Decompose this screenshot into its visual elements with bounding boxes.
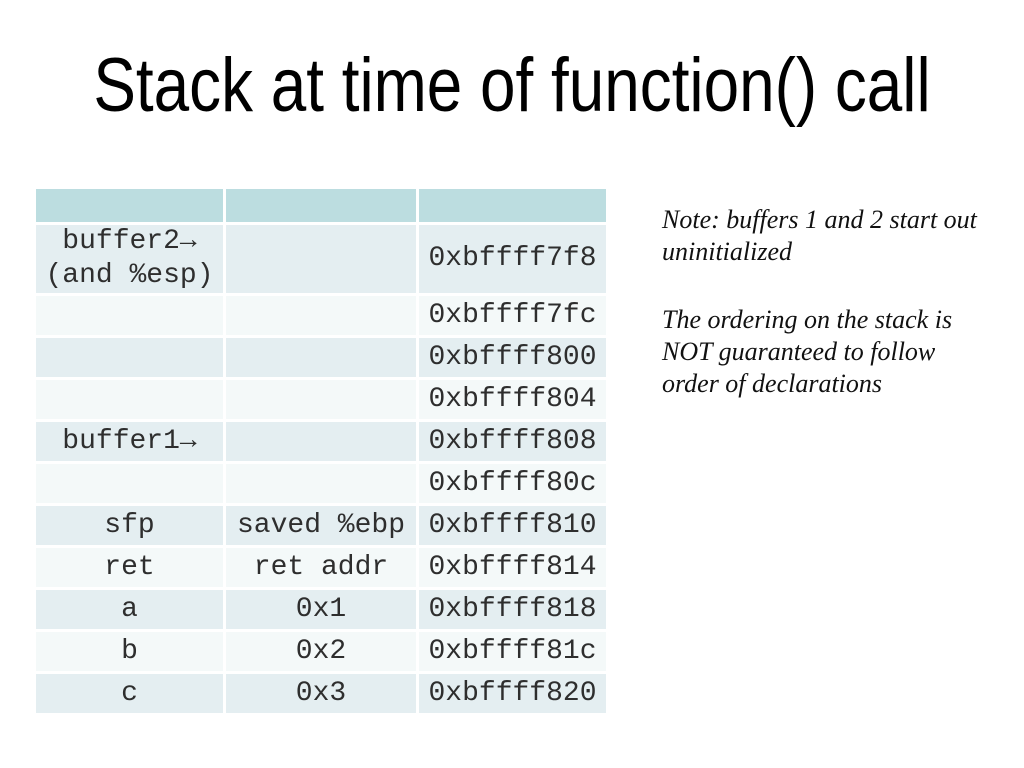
cell-address-text: 0xbffff81c	[428, 635, 597, 667]
cell-address: 0xbffff7f8	[419, 225, 606, 293]
table-row: c 0x3 0xbffff820	[36, 674, 606, 713]
cell-address: 0xbffff808	[419, 422, 606, 461]
cell-value-text: saved %ebp	[236, 509, 406, 541]
cell-value	[226, 380, 416, 419]
cell-address: 0xbffff820	[419, 674, 606, 713]
notes-block: Note: buffers 1 and 2 start out uninitial…	[662, 204, 1002, 400]
cell-variable: ret	[36, 548, 223, 587]
cell-variable: a	[36, 590, 223, 629]
cell-address-text: 0xbffff7f8	[428, 243, 597, 274]
cell-value: 0x3	[226, 674, 416, 713]
cell-variable	[36, 464, 223, 503]
cell-address-text: 0xbffff804	[428, 383, 597, 415]
note-paragraph: Note: buffers 1 and 2 start out uninitial…	[662, 204, 1002, 268]
cell-value-text: 0x1	[295, 593, 347, 625]
slide-title: Stack at time of function() call	[93, 43, 931, 128]
cell-variable-text: (and %esp)	[45, 260, 214, 291]
note-line: The ordering on the stack is	[662, 305, 953, 334]
note-line: NOT guaranteed to follow	[662, 337, 936, 366]
cell-address: 0xbffff810	[419, 506, 606, 545]
cell-address-text: 0xbffff800	[428, 341, 597, 373]
cell-address-text: 0xbffff810	[428, 509, 597, 541]
cell-address: 0xbffff7fc	[419, 296, 606, 335]
cell-variable-text: ret	[104, 551, 155, 583]
cell-value	[226, 338, 416, 377]
cell-variable-text: a	[121, 593, 138, 625]
cell-value	[226, 296, 416, 335]
table-header-row	[36, 189, 606, 222]
cell-value	[226, 422, 416, 461]
table-row: buffer2→(and %esp) 0xbffff7f8	[36, 225, 606, 293]
cell-variable-text: b	[121, 635, 138, 667]
cell-address: 0xbffff804	[419, 380, 606, 419]
cell-value: saved %ebp	[226, 506, 416, 545]
stack-table-header	[36, 189, 606, 222]
cell-variable	[36, 380, 223, 419]
table-row: 0xbffff804	[36, 380, 606, 419]
cell-value-text: ret addr	[253, 551, 389, 583]
cell-variable: c	[36, 674, 223, 713]
table-header-cell	[226, 189, 416, 222]
note-line: order of declarations	[662, 369, 883, 398]
cell-variable: buffer1→	[36, 422, 223, 461]
note-line: uninitialized	[662, 237, 792, 266]
cell-value-text: 0x3	[295, 677, 347, 709]
cell-address-text: 0xbffff80c	[428, 467, 597, 499]
cell-address-text: 0xbffff820	[428, 677, 597, 709]
cell-value: 0x2	[226, 632, 416, 671]
cell-value: ret addr	[226, 548, 416, 587]
cell-address-text: 0xbffff808	[428, 425, 597, 457]
cell-address-text: 0xbffff814	[428, 551, 597, 583]
table-header-cell	[36, 189, 223, 222]
cell-variable-text: buffer1→	[62, 425, 197, 457]
cell-variable	[36, 296, 223, 335]
table-row: 0xbffff80c	[36, 464, 606, 503]
cell-variable: b	[36, 632, 223, 671]
cell-address-text: 0xbffff818	[428, 593, 597, 625]
cell-variable	[36, 338, 223, 377]
table-row: 0xbffff7fc	[36, 296, 606, 335]
cell-address: 0xbffff800	[419, 338, 606, 377]
cell-address-text: 0xbffff7fc	[428, 299, 597, 331]
cell-address: 0xbffff81c	[419, 632, 606, 671]
cell-address: 0xbffff80c	[419, 464, 606, 503]
cell-value	[226, 225, 416, 293]
table-row: ret ret addr 0xbffff814	[36, 548, 606, 587]
cell-variable-text: c	[121, 677, 138, 709]
cell-address: 0xbffff814	[419, 548, 606, 587]
cell-variable-text: buffer2→	[62, 226, 197, 257]
table-row: a 0x1 0xbffff818	[36, 590, 606, 629]
stack-table: buffer2→(and %esp) 0xbffff7f8 0xbffff7fc 0x…	[33, 186, 609, 716]
cell-value-text: 0x2	[295, 635, 347, 667]
cell-address: 0xbffff818	[419, 590, 606, 629]
table-row: 0xbffff800	[36, 338, 606, 377]
cell-value: 0x1	[226, 590, 416, 629]
stack-table-body: buffer2→(and %esp) 0xbffff7f8 0xbffff7fc 0x…	[36, 225, 606, 713]
note-paragraph: The ordering on the stack is NOT guarante…	[662, 304, 1002, 400]
table-row: buffer1→ 0xbffff808	[36, 422, 606, 461]
note-line: Note: buffers 1 and 2 start out	[662, 205, 977, 234]
cell-variable: buffer2→(and %esp)	[36, 225, 223, 293]
cell-variable-text: sfp	[104, 509, 155, 541]
table-header-cell	[419, 189, 606, 222]
table-row: sfp saved %ebp 0xbffff810	[36, 506, 606, 545]
cell-value	[226, 464, 416, 503]
cell-variable: sfp	[36, 506, 223, 545]
table-row: b 0x2 0xbffff81c	[36, 632, 606, 671]
